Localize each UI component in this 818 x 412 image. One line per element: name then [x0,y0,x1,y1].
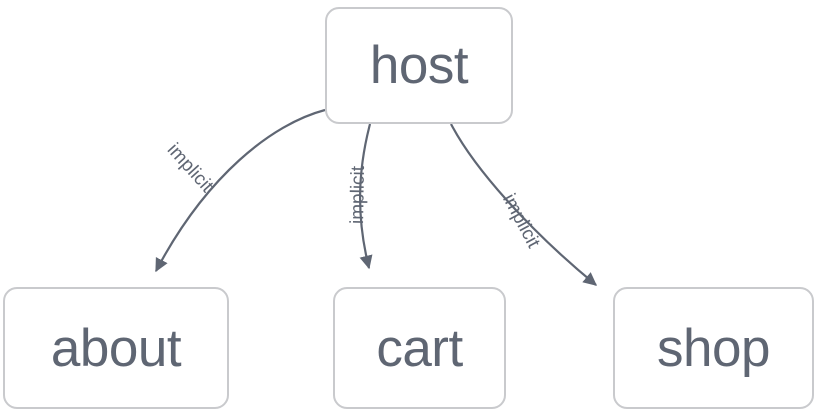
edge-label-host-cart: implicit [346,165,370,225]
graph-node-shop[interactable]: shop [613,287,814,409]
graph-node-about-label: about [50,318,182,378]
graph-node-cart[interactable]: cart [333,287,506,409]
edge-host-about [155,108,326,273]
graph-node-shop-label: shop [657,318,770,378]
graph-node-about[interactable]: about [3,287,229,409]
graph-node-host-label: host [369,36,469,95]
edge-host-shop [450,123,598,286]
graph-node-host[interactable]: host [325,7,513,124]
graph-node-cart-label: cart [376,318,463,378]
edge-host-cart [358,123,373,270]
